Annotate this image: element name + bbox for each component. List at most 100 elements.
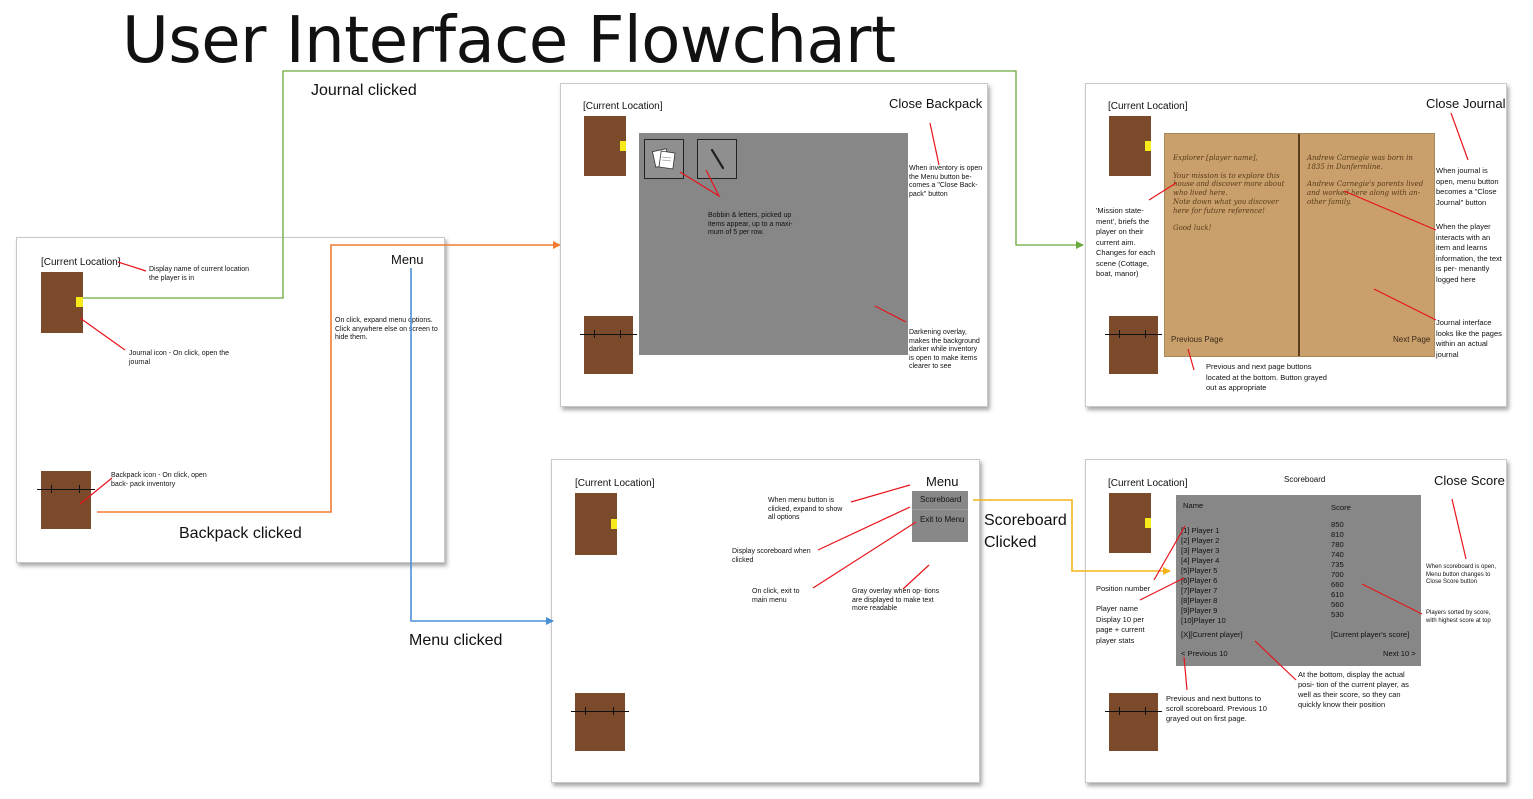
note-items: Bobbin & letters, picked up items appear… <box>708 212 793 237</box>
table-row: [7]Player 7 660 <box>1181 580 1416 595</box>
flow-label-backpack: Backpack clicked <box>179 525 302 542</box>
left-page-line: Good luck! <box>1173 224 1212 233</box>
current-location-label: [Current Location] <box>1108 101 1188 112</box>
flow-label-scoreboard-line1: Scoreboard <box>984 512 1067 529</box>
player-score: 610 <box>1331 590 1344 599</box>
close-backpack-button[interactable]: Close Backpack <box>889 96 983 111</box>
left-page-line: Note down what you discover here for fut… <box>1173 197 1279 215</box>
backpack-buckle-right <box>613 707 614 715</box>
scoreboard-title: Scoreboard <box>1284 475 1326 484</box>
close-journal-button[interactable]: Close Journal <box>1426 96 1506 111</box>
left-page-line: Your mission is to explore this house an… <box>1173 171 1285 198</box>
backpack-buckle-right <box>620 330 621 338</box>
journal-door-icon[interactable] <box>1109 116 1151 176</box>
backpack-strap <box>1105 334 1162 335</box>
backpack-strap <box>37 489 95 490</box>
red-pointers-backpack <box>679 122 940 323</box>
door-knob <box>1145 518 1151 528</box>
flow-label-scoreboard-line2: Clicked <box>984 534 1037 551</box>
backpack-buckle-left <box>594 330 595 338</box>
player-score: 700 <box>1331 570 1344 579</box>
note-menu: On click, expand menu options. Click any… <box>335 317 438 342</box>
backpack-icon[interactable] <box>571 693 629 751</box>
note-gray-overlay: Gray overlay when op- tions are displaye… <box>852 588 940 613</box>
previous-10-button[interactable]: < Previous 10 <box>1181 649 1228 658</box>
backpack-strap <box>571 711 629 712</box>
note-location: Display name of current location the pla… <box>149 266 249 282</box>
journal-spine <box>1298 134 1300 356</box>
player-score: 530 <box>1331 610 1344 619</box>
note-score-nav: Previous and next buttons to scroll scor… <box>1166 694 1267 723</box>
journal-door-icon[interactable] <box>41 272 83 333</box>
left-page-line: Explorer [player name], <box>1173 154 1258 162</box>
current-player-name: [X][Current player] <box>1181 630 1243 639</box>
journal-book: Explorer [player name], Your mission is … <box>1164 133 1435 357</box>
menu-button[interactable]: Menu <box>926 474 959 489</box>
scoreboard-option[interactable]: Scoreboard <box>912 491 968 510</box>
inventory-slot-bobbin[interactable] <box>697 139 737 179</box>
scoreboard-screen-panel: [Current Location] Scoreboard Close Scor… <box>1085 459 1507 783</box>
flow-label-journal: Journal clicked <box>311 82 417 99</box>
flow-label-scoreboard: Scoreboard Clicked <box>984 510 1067 554</box>
journal-left-page: Explorer [player name], Your mission is … <box>1173 154 1291 233</box>
player-name: [7]Player 7 <box>1181 586 1218 595</box>
backpack-buckle-right <box>1145 330 1146 338</box>
note-expand: When menu button is clicked, expand to s… <box>768 497 843 522</box>
current-location-label: [Current Location] <box>1108 478 1188 489</box>
name-column-header: Name <box>1183 501 1204 510</box>
player-name: [1] Player 1 <box>1181 526 1220 535</box>
note-exit: On click, exit to main menu <box>752 588 800 604</box>
menu-screen-panel: [Current Location] Menu Scoreboard Exit … <box>551 459 980 783</box>
player-name: [8]Player 8 <box>1181 596 1218 605</box>
note-logged: When the player interacts with an item a… <box>1436 222 1502 284</box>
arrow-backpack-clicked <box>97 241 561 513</box>
arrow-scoreboard-clicked <box>973 499 1171 575</box>
score-column-header: Score <box>1331 503 1351 512</box>
player-score: 560 <box>1331 600 1344 609</box>
door-knob <box>76 297 83 307</box>
backpack-icon[interactable] <box>1105 693 1162 751</box>
right-page-line: Andrew Carnegie's parents lived and work… <box>1307 180 1424 206</box>
current-location-label: [Current Location] <box>575 478 655 489</box>
player-name: [10]Player 10 <box>1181 616 1226 625</box>
note-page-nav: Previous and next page buttons located a… <box>1206 362 1327 392</box>
current-player-score: [Current player's score] <box>1331 630 1410 639</box>
table-row: [8]Player 8 610 <box>1181 590 1416 605</box>
flow-label-menu: Menu clicked <box>409 632 503 649</box>
journal-door-icon[interactable] <box>575 493 617 555</box>
backpack-strap <box>1105 711 1162 712</box>
red-pointers-main <box>79 261 147 505</box>
door-knob <box>1145 141 1151 151</box>
door-knob <box>620 141 626 151</box>
arrow-menu-clicked <box>410 268 554 625</box>
inventory-slot-letters[interactable] <box>644 139 684 179</box>
next-10-button[interactable]: Next 10 > <box>1383 649 1416 658</box>
journal-door-icon[interactable] <box>584 116 626 176</box>
note-close-score: When scoreboard is open, Menu button cha… <box>1426 564 1497 586</box>
player-score: 660 <box>1331 580 1344 589</box>
player-name: [9]Player 9 <box>1181 606 1218 615</box>
backpack-icon[interactable] <box>1105 316 1162 374</box>
note-close-journal: When journal is open, menu button become… <box>1436 166 1499 207</box>
menu-button[interactable]: Menu <box>391 252 424 267</box>
note-position: Position number <box>1096 584 1151 593</box>
journal-door-icon[interactable] <box>1109 493 1151 553</box>
backpack-strap <box>580 334 637 335</box>
backpack-icon[interactable] <box>37 471 95 529</box>
previous-page-button[interactable]: Previous Page <box>1171 335 1224 344</box>
next-page-button[interactable]: Next Page <box>1393 335 1431 344</box>
red-pointers-menu <box>812 484 930 590</box>
red-pointers-journal <box>1148 112 1469 371</box>
right-page-line: Andrew Carnegie was born in 1835 in Dunf… <box>1307 154 1413 171</box>
backpack-icon[interactable] <box>580 316 637 374</box>
journal-screen-panel: [Current Location] Close Journal Explore… <box>1085 83 1507 407</box>
journal-right-page: Andrew Carnegie was born in 1835 in Dunf… <box>1307 154 1427 207</box>
door-knob <box>611 519 617 529</box>
exit-to-menu-option[interactable]: Exit to Menu <box>912 510 968 542</box>
close-score-button[interactable]: Close Score <box>1434 473 1505 488</box>
